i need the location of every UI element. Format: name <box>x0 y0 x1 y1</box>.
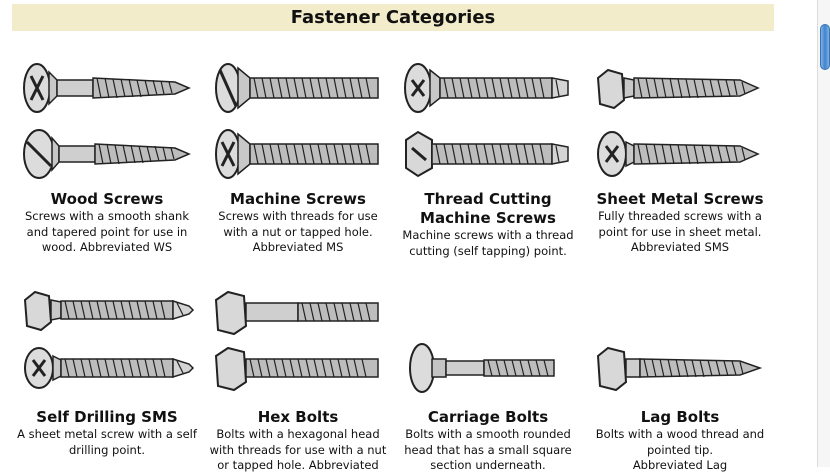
category-sheet-metal-screws[interactable]: Sheet Metal Screws Fully threaded screws… <box>590 58 770 256</box>
category-thread-cutting-machine-screws[interactable]: Thread Cutting Machine Screws Machine sc… <box>398 58 578 259</box>
hex-bolt-partial-thread-icon <box>214 290 379 336</box>
category-description: Screws with a smooth shank and tapered p… <box>25 209 189 254</box>
wood-screw-round-slotted-icon <box>23 129 191 179</box>
category-title: Thread Cutting Machine Screws <box>420 190 556 227</box>
category-carriage-bolts[interactable]: Carriage Bolts Bolts with a smooth round… <box>398 286 578 474</box>
category-description: Machine screws with a thread cutting (se… <box>402 228 574 258</box>
self-drilling-pan-phillips-icon <box>24 347 195 389</box>
scrollbar-thumb[interactable] <box>820 24 830 70</box>
category-description: Screws with threads for use with a nut o… <box>218 209 378 254</box>
category-title: Wood Screws <box>50 190 164 208</box>
category-title: Self Drilling SMS <box>36 408 178 426</box>
vertical-scrollbar[interactable] <box>817 0 830 467</box>
category-description: Fully threaded screws with a point for u… <box>598 209 762 254</box>
category-description: A sheet metal screw with a self drilling… <box>17 427 197 457</box>
thread-cutting-hex-icon <box>405 130 569 178</box>
machine-screw-flat-slotted-icon <box>215 63 379 113</box>
self-drilling-hex-screw-icon <box>23 290 195 332</box>
category-title: Sheet Metal Screws <box>596 190 764 208</box>
wood-screw-flat-phillips-icon <box>23 63 191 113</box>
lag-bolt-icon <box>596 346 763 392</box>
category-title: Machine Screws <box>230 190 366 208</box>
category-title: Lag Bolts <box>640 408 720 426</box>
category-title: Hex Bolts <box>257 408 339 426</box>
carriage-bolt-icon <box>409 343 555 393</box>
category-hex-bolts[interactable]: Hex Bolts Bolts with a hexagonal head wi… <box>208 286 388 474</box>
category-wood-screws[interactable]: Wood Screws Screws with a smooth shank a… <box>17 58 197 256</box>
category-machine-screws[interactable]: Machine Screws Screws with threads for u… <box>208 58 388 256</box>
machine-screw-flat-phillips-icon <box>215 129 379 179</box>
page-title: Fastener Categories <box>290 7 496 28</box>
page-header: Fastener Categories <box>12 4 774 31</box>
hex-bolt-full-thread-icon <box>214 346 379 392</box>
thread-cutting-pan-phillips-icon <box>404 63 569 113</box>
category-title: Carriage Bolts <box>427 408 549 426</box>
sheet-metal-hex-screw-icon <box>596 68 760 110</box>
category-lag-bolts[interactable]: Lag Bolts Bolts with a wood thread and p… <box>590 286 770 474</box>
sheet-metal-pan-phillips-icon <box>597 131 760 177</box>
category-self-drilling-sms[interactable]: Self Drilling SMS A sheet metal screw wi… <box>17 286 197 458</box>
